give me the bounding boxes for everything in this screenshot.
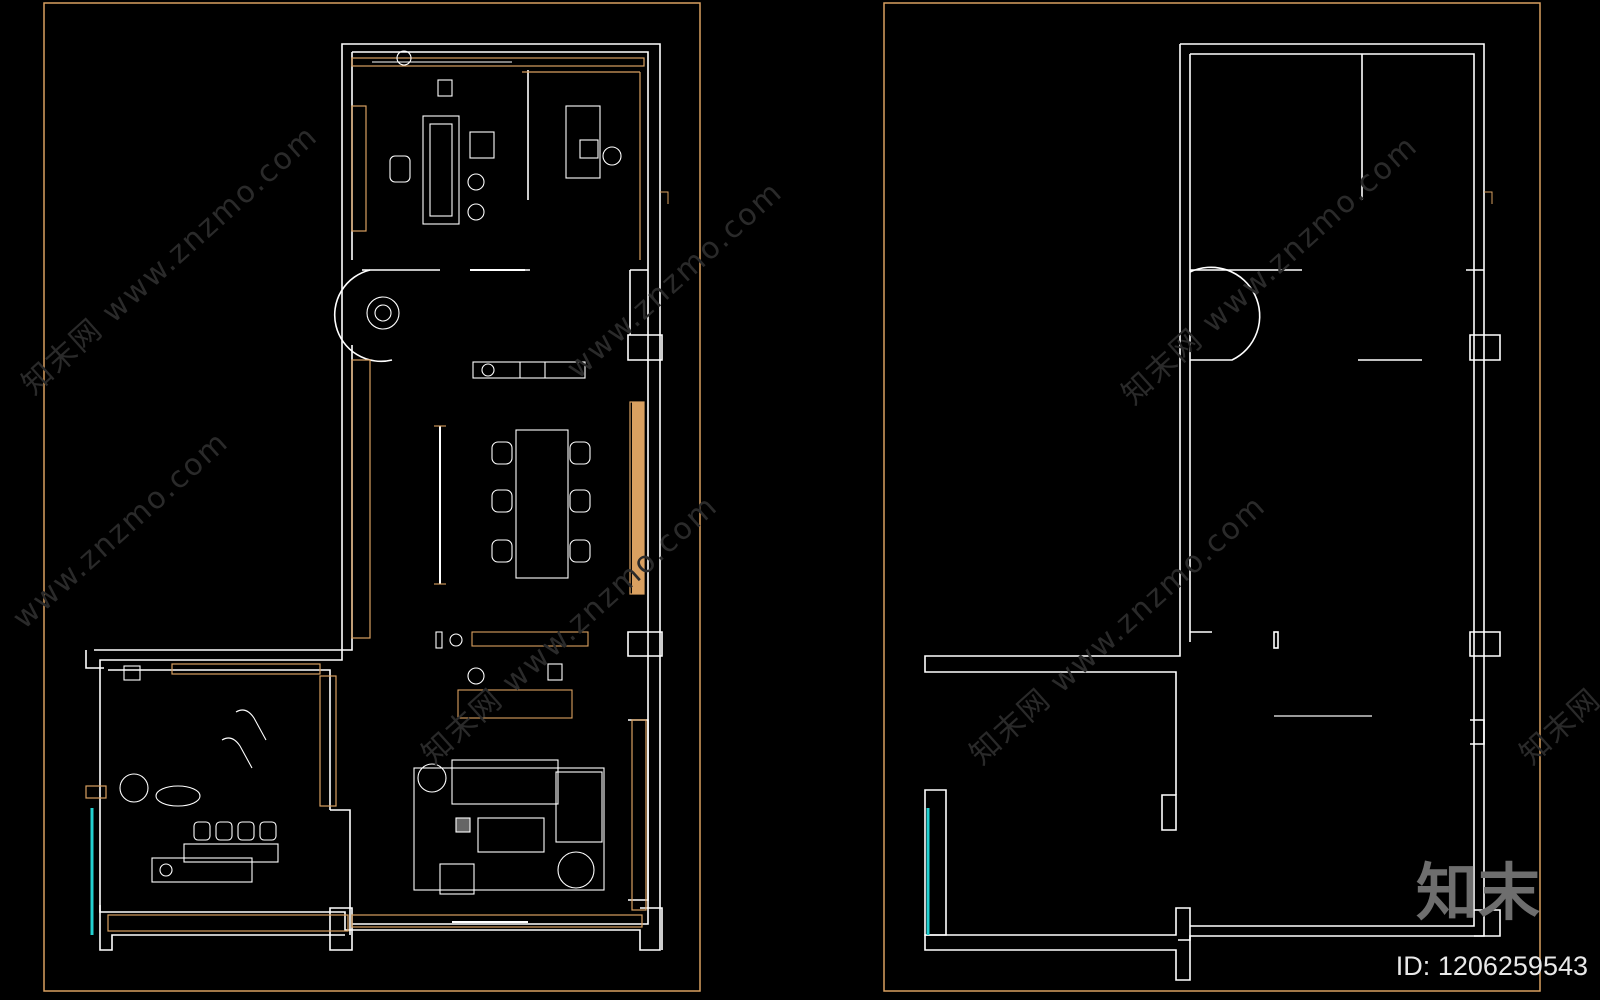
wood-wall-feature (632, 402, 644, 594)
door-marker (660, 191, 669, 204)
brand-logo: 知末 (1415, 856, 1540, 929)
furnished-floor-plan (43, 2, 701, 992)
image-id: ID: 1206259543 (1395, 951, 1588, 981)
sheet-frame-right (883, 2, 1541, 992)
wood-panels (85, 57, 647, 932)
furniture (119, 50, 622, 923)
walls (924, 43, 1501, 981)
original-floor-plan (660, 2, 1541, 992)
sheet-frame-left (43, 2, 701, 992)
door-marker (1484, 191, 1493, 204)
